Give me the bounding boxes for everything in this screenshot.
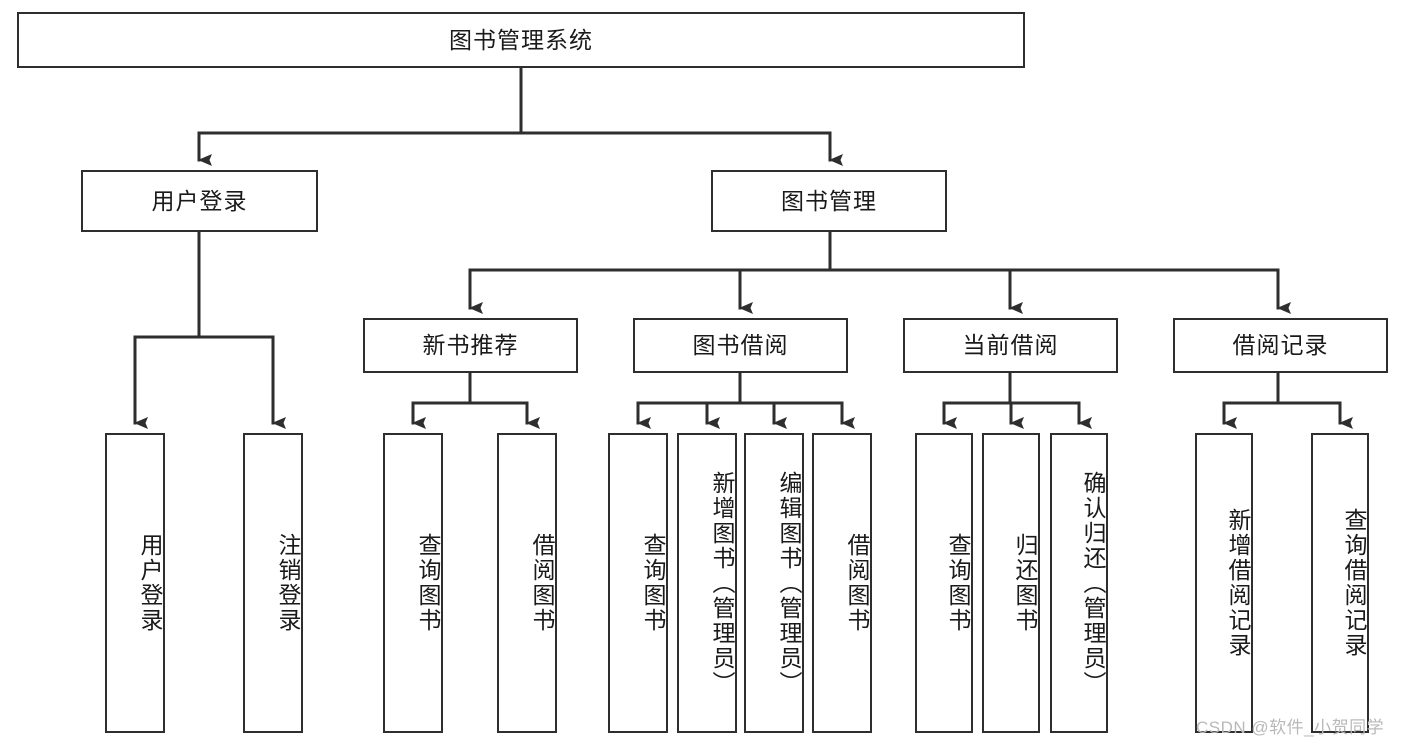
leaf-query-book-recommend[interactable]: 查询图书 — [383, 433, 443, 733]
node-new-book-recommend[interactable]: 新书推荐 — [363, 318, 578, 373]
node-label: 图书管理 — [781, 187, 877, 214]
leaf-edit-book-admin[interactable]: 编辑图书（管理员） — [744, 433, 804, 733]
node-label: 编辑图书（管理员） — [776, 470, 802, 696]
node-label: 图书借阅 — [692, 332, 789, 359]
node-label: 借阅图书 — [844, 533, 870, 633]
leaf-user-login[interactable]: 用户登录 — [105, 433, 165, 733]
node-label: 新增图书（管理员） — [709, 470, 735, 696]
node-label: 用户登录 — [137, 533, 163, 633]
node-root-system[interactable]: 图书管理系统 — [17, 12, 1025, 68]
leaf-return-book[interactable]: 归还图书 — [982, 433, 1040, 733]
leaf-borrow-book[interactable]: 借阅图书 — [812, 433, 872, 733]
leaf-query-book-borrow[interactable]: 查询图书 — [608, 433, 668, 733]
node-label: 用户登录 — [151, 187, 248, 214]
node-label: 注销登录 — [275, 533, 301, 633]
leaf-borrow-book-recommend[interactable]: 借阅图书 — [497, 433, 557, 733]
node-borrow-records[interactable]: 借阅记录 — [1173, 318, 1388, 373]
node-label: 查询图书 — [640, 533, 666, 633]
node-label: 图书管理系统 — [449, 26, 593, 53]
leaf-add-book-admin[interactable]: 新增图书（管理员） — [677, 433, 737, 733]
node-label: 归还图书 — [1012, 533, 1038, 633]
node-book-management[interactable]: 图书管理 — [711, 170, 947, 232]
node-label: 确认归还（管理员） — [1080, 470, 1106, 696]
node-label: 查询图书 — [415, 533, 441, 633]
node-book-borrow[interactable]: 图书借阅 — [633, 318, 848, 373]
node-label: 当前借阅 — [962, 332, 1059, 359]
node-user-login[interactable]: 用户登录 — [81, 170, 318, 232]
leaf-add-borrow-record[interactable]: 新增借阅记录 — [1195, 433, 1253, 733]
node-label: 查询图书 — [945, 533, 971, 633]
leaf-user-logout[interactable]: 注销登录 — [243, 433, 303, 733]
node-label: 查询借阅记录 — [1341, 508, 1367, 658]
leaf-confirm-return-admin[interactable]: 确认归还（管理员） — [1050, 433, 1108, 733]
leaf-query-borrow-record[interactable]: 查询借阅记录 — [1311, 433, 1369, 733]
csdn-watermark: CSDN @软件_小贺同学 — [1196, 718, 1385, 737]
node-label: 新书推荐 — [422, 332, 519, 359]
node-label: 借阅记录 — [1232, 332, 1329, 359]
leaf-query-book-current[interactable]: 查询图书 — [915, 433, 973, 733]
node-current-borrow[interactable]: 当前借阅 — [903, 318, 1118, 373]
node-label: 新增借阅记录 — [1225, 508, 1251, 658]
node-label: 借阅图书 — [529, 533, 555, 633]
